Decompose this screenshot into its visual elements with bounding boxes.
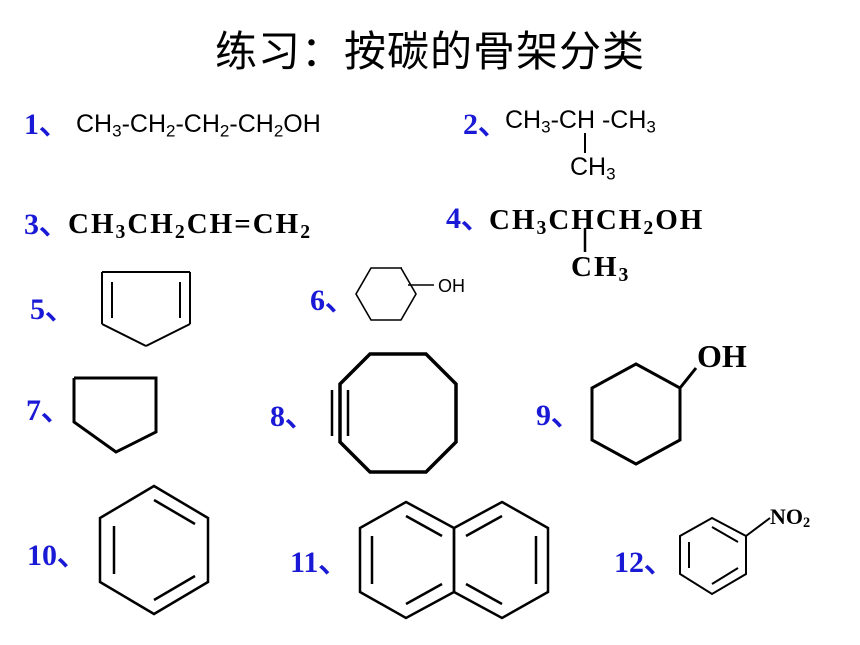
item-7-cyclopentane-structure <box>72 376 158 454</box>
item-4-number: 4、 <box>446 202 491 235</box>
item-8-cyclooctyne-structure <box>330 352 458 474</box>
item-1-number: 1、 <box>24 108 69 141</box>
item-9-substituent: OH <box>697 338 747 374</box>
item-5-cyclopentadiene-structure <box>101 271 191 347</box>
item-6-oh-bond <box>408 284 434 286</box>
item-7-number: 7、 <box>26 394 71 427</box>
page-title: 练习：按碳的骨架分类 <box>214 27 645 76</box>
item-12-nitrobenzene-structure <box>679 516 771 596</box>
item-10-number: 10、 <box>27 539 87 572</box>
item-12-substituent: NO2 <box>770 504 811 531</box>
item-6-cyclohexanol-structure <box>355 267 417 321</box>
item-5-number: 5、 <box>30 293 75 326</box>
item-10-benzene-structure <box>98 484 210 616</box>
item-6-number: 6、 <box>310 284 355 317</box>
item-6-substituent: OH <box>438 276 465 296</box>
item-3-number: 3、 <box>24 208 69 241</box>
item-4-formula-main: CH3CHCH2OH <box>489 204 705 239</box>
item-12-number: 12、 <box>614 546 674 579</box>
item-2-formula-branch: CH3 <box>570 153 616 184</box>
item-2-number: 2、 <box>463 108 508 141</box>
item-2-branch-bond <box>584 133 586 153</box>
item-11-naphthalene-structure <box>358 500 550 620</box>
item-9-number: 9、 <box>536 399 581 432</box>
item-4-branch-bond <box>583 228 587 252</box>
item-8-number: 8、 <box>270 400 315 433</box>
item-1-formula: CH3-CH2-CH2-CH2OH <box>76 110 321 141</box>
item-4-formula-branch: CH3 <box>571 251 631 286</box>
item-3-formula: CH3CH2CH=CH2 <box>68 208 313 243</box>
item-2-formula-main: CH3-CH -CH3 <box>505 106 656 137</box>
item-11-number: 11、 <box>290 546 349 579</box>
item-9-cyclohexanol-structure <box>590 362 698 466</box>
